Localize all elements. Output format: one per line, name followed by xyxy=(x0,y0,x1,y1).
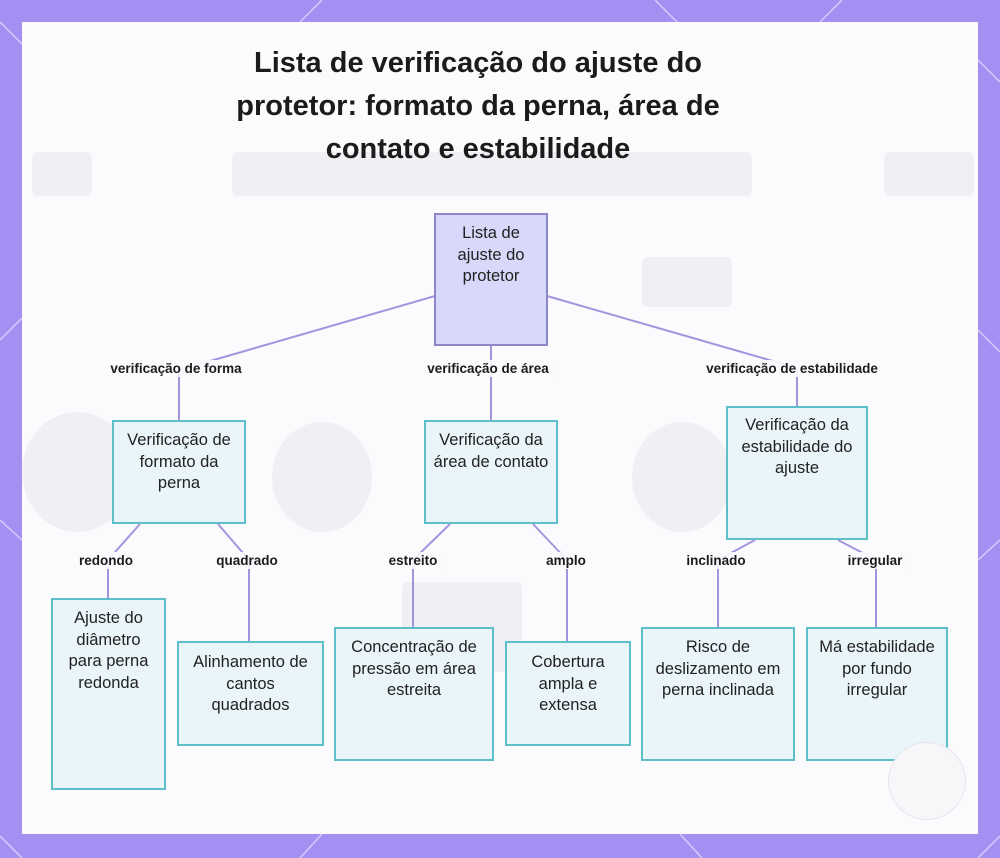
background-ghost-shape xyxy=(642,257,732,307)
node-label: Cobertura ampla e extensa xyxy=(531,653,605,714)
edge-root-shape xyxy=(178,295,436,371)
node-label: Ajuste do diâmetro para perna redonda xyxy=(68,609,149,692)
edge-label-area: verificação de área xyxy=(424,360,552,377)
edge-label-shape: verificação de forma xyxy=(107,360,245,377)
background-ghost-block xyxy=(884,152,974,196)
node-root: Lista de ajuste do protetor xyxy=(434,213,548,346)
node-uneven-stability: Má estabilidade por fundo irregular xyxy=(806,627,948,761)
diagram-title: Lista de verificação do ajuste do protet… xyxy=(236,47,720,165)
node-label: Concentração de pressão em área estreita xyxy=(351,638,477,699)
node-label: Má estabilidade por fundo irregular xyxy=(819,638,935,699)
edge-label-square: quadrado xyxy=(213,552,281,569)
edge-label-narrow: estreito xyxy=(385,552,441,569)
edge-label-uneven: irregular xyxy=(844,552,906,569)
node-label: Alinhamento de cantos quadrados xyxy=(193,653,308,714)
background-ghost-block xyxy=(32,152,92,196)
background-ghost-shape xyxy=(272,422,372,532)
node-label: Verificação de formato da perna xyxy=(127,431,231,492)
node-tilt-risk: Risco de deslizamento em perna inclinada xyxy=(641,627,795,761)
node-shape-check: Verificação de formato da perna xyxy=(112,420,246,524)
node-label: Verificação da estabilidade do ajuste xyxy=(741,416,853,477)
edge-label-stability: verificação de estabilidade xyxy=(703,360,881,377)
edge-label-wide: amplo xyxy=(543,552,589,569)
watermark-stamp-icon xyxy=(888,742,966,820)
node-wide-coverage: Cobertura ampla e extensa xyxy=(505,641,631,746)
node-round-fit: Ajuste do diâmetro para perna redonda xyxy=(51,598,166,790)
edge-label-tilted: inclinado xyxy=(683,552,749,569)
background-ghost-shape xyxy=(632,422,732,532)
edge-root-stability xyxy=(546,295,798,369)
node-square-align: Alinhamento de cantos quadrados xyxy=(177,641,324,746)
node-stability-check: Verificação da estabilidade do ajuste xyxy=(726,406,868,540)
node-area-check: Verificação da área de contato xyxy=(424,420,558,524)
background-ghost-block xyxy=(232,152,752,196)
edge-label-round: redondo xyxy=(76,552,136,569)
node-narrow-pressure: Concentração de pressão em área estreita xyxy=(334,627,494,761)
node-label: Risco de deslizamento em perna inclinada xyxy=(655,638,781,699)
node-label: Lista de ajuste do protetor xyxy=(457,224,525,285)
node-label: Verificação da área de contato xyxy=(433,431,549,471)
